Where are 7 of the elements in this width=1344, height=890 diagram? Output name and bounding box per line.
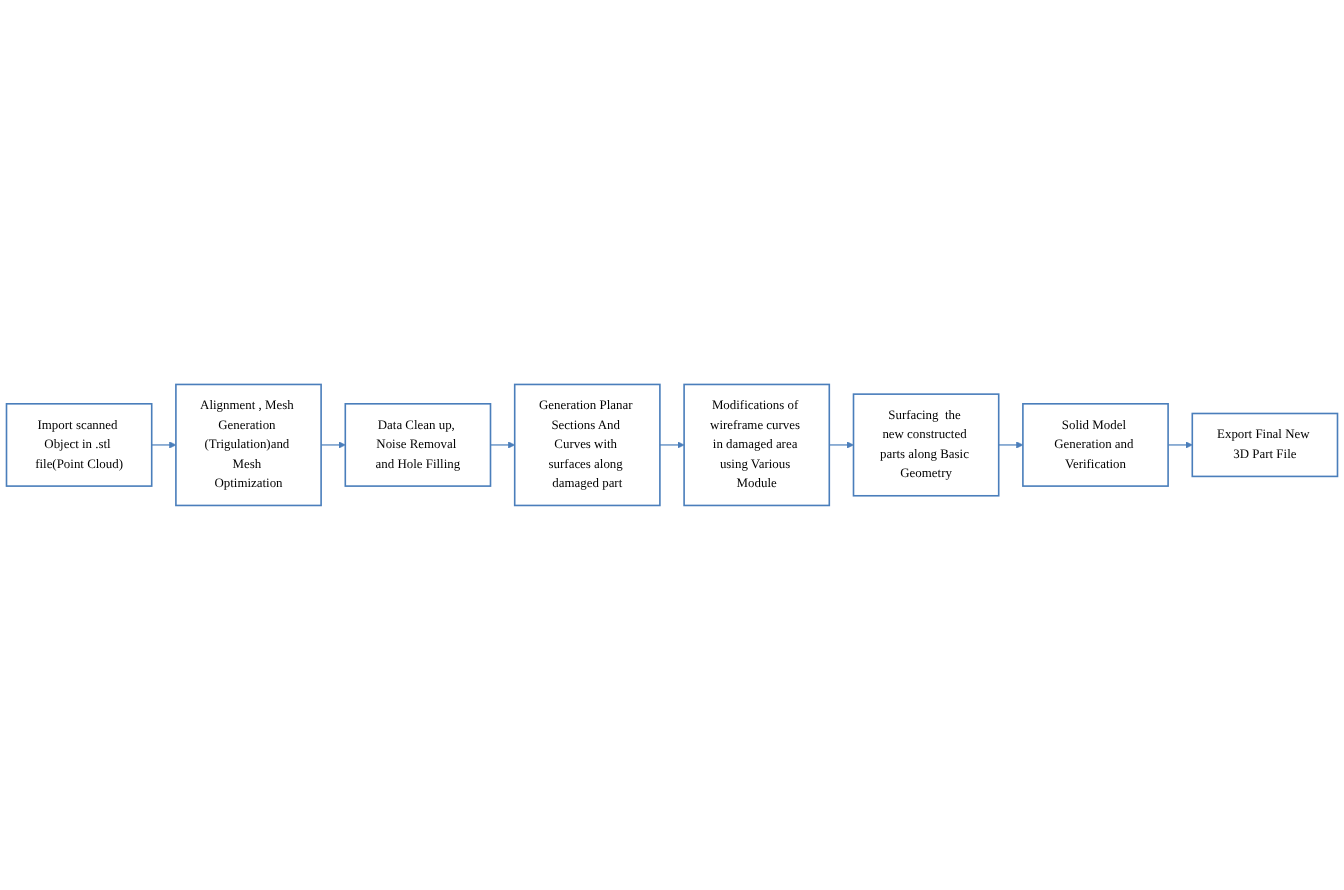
- arrow: [659, 441, 685, 449]
- arrow: [828, 441, 854, 449]
- arrow: [489, 441, 515, 449]
- arrow: [1167, 441, 1193, 449]
- arrow: [151, 441, 177, 449]
- arrow: [320, 441, 346, 449]
- arrow: [998, 441, 1024, 449]
